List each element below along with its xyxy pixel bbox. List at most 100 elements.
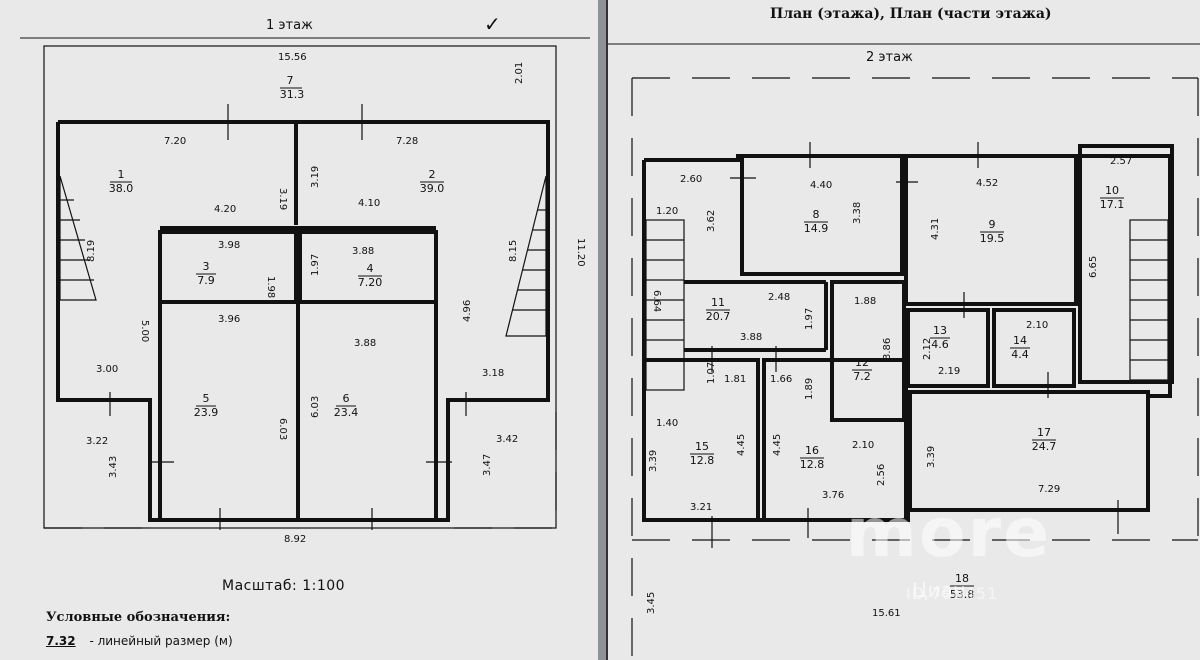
room-label: 16 12.8 xyxy=(800,444,825,471)
room-label: 9 19.5 xyxy=(980,218,1005,245)
room-number: 4 xyxy=(367,262,374,275)
room-label: 10 17.1 xyxy=(1100,184,1125,211)
dim-overall-width: 15.56 xyxy=(278,52,307,63)
dimension-label: 6.65 xyxy=(1088,256,1099,278)
room-number: 3 xyxy=(203,260,210,273)
room-number: 5 xyxy=(203,392,210,405)
dimension-label: 1.40 xyxy=(656,418,678,429)
floor-plan-1-drawing: 15.56 2.01 11.20 8.92 7 31.3 1 38.0 2 39… xyxy=(20,37,590,545)
dimension-label: 4.10 xyxy=(358,198,380,209)
dimension-label: 7.20 xyxy=(164,136,186,147)
dimension-label: 8.19 xyxy=(86,240,97,262)
dimension-label: 6.64 xyxy=(651,290,662,312)
room-number: 7 xyxy=(287,74,294,87)
watermark-sub: Циан xyxy=(912,578,966,602)
dimension-label: 3.47 xyxy=(482,454,493,476)
floor-plan-sheet-1: 1 этаж ✓ 15.56 2.01 xyxy=(0,0,600,660)
room-area: 7.2 xyxy=(853,370,871,383)
room-area: 20.7 xyxy=(706,310,731,323)
floor-plan-2-drawing: 8 14.9 9 19.5 10 17.1 11 20.7 12 7.2 13 … xyxy=(608,43,1200,660)
dimension-label: 3.88 xyxy=(352,246,374,257)
dimension-label: 3.19 xyxy=(310,166,321,188)
room-14-walls xyxy=(992,308,1076,388)
dimension-label: 8.15 xyxy=(508,240,519,262)
dimension-label: 3.98 xyxy=(218,240,240,251)
dimension-label: 7.29 xyxy=(1038,484,1060,495)
dimension-label: 3.38 xyxy=(852,202,863,224)
dimension-label: 7.28 xyxy=(396,136,418,147)
room-number: 8 xyxy=(813,208,820,221)
room-number: 12 xyxy=(855,356,869,369)
dim-depth: 11.20 xyxy=(575,238,586,267)
room-12-walls xyxy=(830,280,906,422)
room-13-walls xyxy=(906,308,990,388)
room-label: 8 14.9 xyxy=(804,208,829,235)
dimension-label: 4.45 xyxy=(736,434,747,456)
watermark-id: ID 795451 xyxy=(906,584,999,603)
room-number: 18 xyxy=(955,572,969,585)
plot-outline xyxy=(43,45,557,529)
floor-title: 1 этаж xyxy=(266,18,313,33)
dimension-label: 3.96 xyxy=(218,314,240,325)
dimension-label: 2.48 xyxy=(768,292,790,303)
dimension-label: 1.81 xyxy=(724,374,746,385)
room-area: 39.0 xyxy=(420,182,445,195)
dimension-label: 3.76 xyxy=(822,490,844,501)
room-label: 14 4.4 xyxy=(1010,334,1030,361)
dimension-label: 4.40 xyxy=(810,180,832,191)
room-16-walls xyxy=(762,358,908,522)
room-number: 13 xyxy=(933,324,947,337)
floor-title: 2 этаж xyxy=(866,50,913,65)
check-mark: ✓ xyxy=(484,12,501,36)
scale-label: Масштаб: 1:100 xyxy=(222,578,346,594)
dimension-label: 1.89 xyxy=(804,378,815,400)
dimension-label: 1.07 xyxy=(706,362,717,384)
room-area: 7.9 xyxy=(197,274,215,287)
dimension-label: 3.39 xyxy=(648,450,659,472)
dimension-label: 2.10 xyxy=(852,440,874,451)
room-4-walls xyxy=(298,230,438,304)
floor-plan-sheet-2: План (этажа), План (части этажа) 2 этаж xyxy=(606,0,1200,660)
room-label: 11 20.7 xyxy=(706,296,731,323)
legend-sample: 7.32 xyxy=(46,634,76,648)
dimension-label: 6.03 xyxy=(277,418,288,440)
room-label: 2 39.0 xyxy=(420,168,445,195)
room-area: 38.0 xyxy=(109,182,134,195)
dimension-label: 5.00 xyxy=(139,320,150,342)
dimension-label: 3.39 xyxy=(926,446,937,468)
dimension-label: 3.00 xyxy=(96,364,118,375)
dim-bottom-width: 8.92 xyxy=(284,534,306,545)
dimension-label: 2.12 xyxy=(922,338,933,360)
dim-overall-width: 15.61 xyxy=(872,608,901,619)
room-label: 7 31.3 xyxy=(280,74,305,101)
dimension-label: 1.98 xyxy=(265,276,276,298)
dimension-label: 3.22 xyxy=(86,436,108,447)
room-9-walls xyxy=(904,154,1078,306)
room-label: 3 7.9 xyxy=(196,260,216,287)
stair-left xyxy=(645,219,685,391)
room-label: 12 7.2 xyxy=(852,356,872,383)
dimension-label: 2.57 xyxy=(1110,156,1132,167)
room-number: 2 xyxy=(429,168,436,181)
room-label: 18 53.8 xyxy=(950,572,975,601)
room-number: 1 xyxy=(118,168,125,181)
room-area: 24.7 xyxy=(1032,440,1057,453)
room-10-walls xyxy=(1078,144,1174,384)
stair-right xyxy=(505,175,547,337)
room-number: 17 xyxy=(1037,426,1051,439)
dimension-label: 1.97 xyxy=(804,308,815,330)
room-label: 5 23.9 xyxy=(194,392,219,419)
room-number: 9 xyxy=(989,218,996,231)
dimension-label: 1.20 xyxy=(656,206,678,217)
room-area: 12.8 xyxy=(690,454,715,467)
dimension-label: 4.31 xyxy=(930,218,941,240)
room-number: 11 xyxy=(711,296,725,309)
dim-left-side: 3.45 xyxy=(646,592,657,614)
dimension-label: 2.19 xyxy=(938,366,960,377)
room-15-walls xyxy=(642,358,760,522)
room-17-walls xyxy=(908,390,1150,512)
dimension-label: 4.20 xyxy=(214,204,236,215)
room-area: 14.9 xyxy=(804,222,829,235)
book-gutter xyxy=(598,0,606,660)
room-number: 6 xyxy=(343,392,350,405)
